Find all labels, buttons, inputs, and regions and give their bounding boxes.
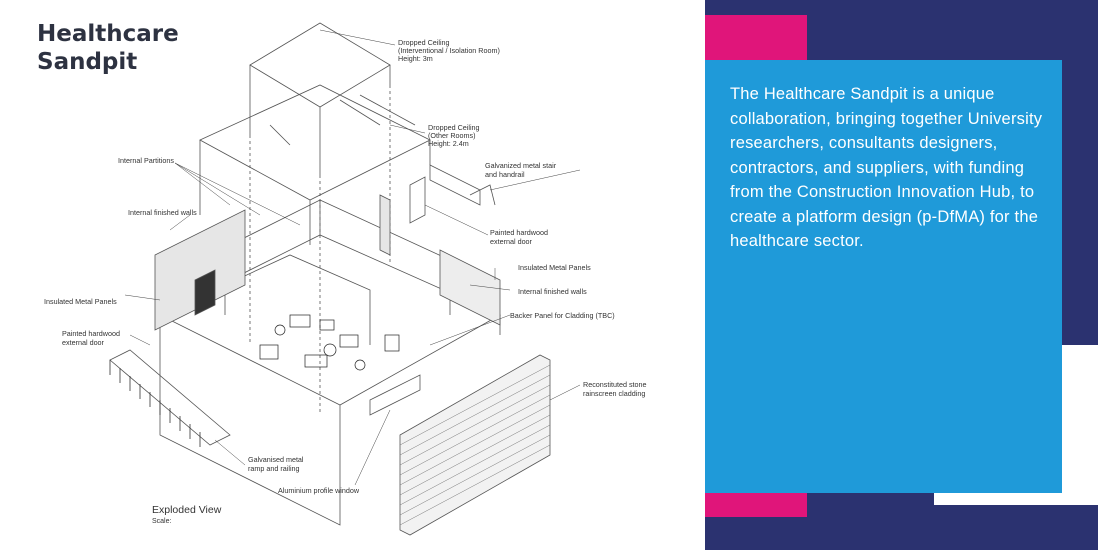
diagram-caption: Exploded View xyxy=(152,504,222,516)
label-finished-walls-right: Internal finished walls xyxy=(518,287,587,296)
label-ramp-2: ramp and railing xyxy=(248,464,300,473)
label-finished-walls-left: Internal finished walls xyxy=(128,208,197,217)
label-cladding-2: rainscreen cladding xyxy=(583,389,645,398)
label-door-left-1: Painted hardwood xyxy=(62,329,120,338)
label-cladding-1: Reconstituted stone xyxy=(583,380,647,389)
label-stair-2: and handrail xyxy=(485,170,525,179)
label-stair-1: Galvanized metal stair xyxy=(485,161,557,170)
label-ceiling-other-1: Dropped Ceiling xyxy=(428,123,480,132)
label-ceiling-iso-2: (Interventional / Isolation Room) xyxy=(398,46,500,55)
exploded-view-diagram: Dropped Ceiling (Interventional / Isolat… xyxy=(44,22,647,536)
page-title: Healthcare Sandpit xyxy=(37,20,179,76)
diagram-scale: Scale: xyxy=(152,518,172,525)
label-ramp-1: Galvanised metal xyxy=(248,455,304,464)
label-ceiling-other-3: Height: 2.4m xyxy=(428,139,469,148)
description-card: The Healthcare Sandpit is a unique colla… xyxy=(705,60,1062,493)
label-ceiling-iso-1: Dropped Ceiling xyxy=(398,38,450,47)
pink-accent-top xyxy=(705,15,807,60)
ceiling-block-other xyxy=(199,84,431,201)
label-panels-left: Insulated Metal Panels xyxy=(44,297,117,306)
label-backer: Backer Panel for Cladding (TBC) xyxy=(510,311,615,320)
ramp xyxy=(109,349,231,446)
label-door-left-2: external door xyxy=(62,338,105,347)
label-door-right-2: external door xyxy=(490,237,533,246)
label-ceiling-iso-3: Height: 3m xyxy=(398,54,433,63)
pink-accent-bottom xyxy=(705,493,807,517)
ceiling-block-iso xyxy=(249,22,391,108)
title-line-2: Sandpit xyxy=(37,49,138,75)
label-panels-right: Insulated Metal Panels xyxy=(518,263,591,272)
label-partitions: Internal Partitions xyxy=(118,156,174,165)
stair xyxy=(429,164,496,206)
description-text: The Healthcare Sandpit is a unique colla… xyxy=(730,85,1043,250)
label-window: Aluminium profile window xyxy=(278,486,360,495)
title-line-1: Healthcare xyxy=(37,21,179,47)
label-ceiling-other-2: (Other Rooms) xyxy=(428,131,476,140)
label-door-right-1: Painted hardwood xyxy=(490,228,548,237)
